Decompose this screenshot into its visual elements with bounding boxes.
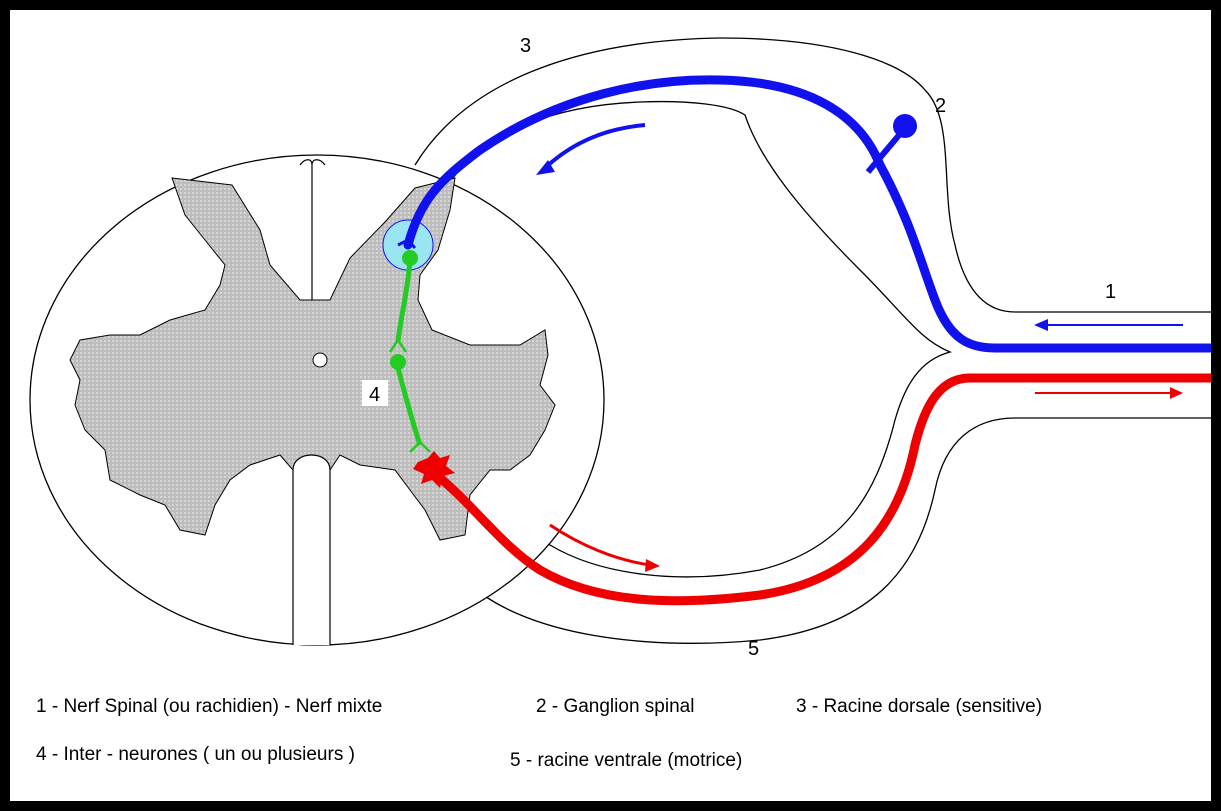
- interneuron-lower: [395, 367, 423, 446]
- roots-inner-outline: [444, 100, 953, 578]
- legend-item-1: 1 - Nerf Spinal (ou rachidien) - Nerf mi…: [36, 696, 383, 717]
- ventral-median-fissure: [292, 454, 331, 645]
- ganglion-cell-body: [893, 114, 917, 138]
- motor-neuron-cell-body: [413, 451, 455, 488]
- legend-item-5: 5 - racine ventrale (motrice): [510, 750, 743, 771]
- legend-item-2: 2 - Ganglion spinal: [536, 696, 695, 717]
- legend-item-4: 4 - Inter - neurones ( un ou plusieurs ): [36, 744, 355, 765]
- label-nerve: 1: [1105, 281, 1116, 303]
- central-canal: [312, 352, 328, 368]
- label-interneuron: 4: [369, 384, 380, 406]
- roots-outer-outline: [414, 37, 1211, 313]
- roots-outer-outline-bottom: [459, 417, 1211, 644]
- dorsal-flow-arrow: [543, 123, 646, 170]
- ventral-flow-arrow: [549, 523, 651, 567]
- legend-item-3: 3 - Racine dorsale (sensitive): [796, 696, 1043, 717]
- diagram-frame: 1 2 3 4 5 1 - Nerf Spinal (ou rachidien)…: [10, 10, 1211, 801]
- sensory-fiber: [403, 75, 1211, 353]
- label-ventral-root: 5: [748, 638, 759, 660]
- motor-fiber: [425, 373, 1211, 606]
- sensory-terminal: [397, 238, 417, 249]
- interneuron-upper: [395, 259, 413, 343]
- interneuron-body-upper: [402, 250, 418, 266]
- label-interneuron-bg: [362, 380, 388, 406]
- label-dorsal-root: 3: [520, 35, 531, 57]
- label-ganglion: 2: [935, 95, 946, 117]
- reflex-arc-diagram: 1 2 3 4 5: [29, 35, 1211, 660]
- interneuron-body-lower: [390, 354, 406, 370]
